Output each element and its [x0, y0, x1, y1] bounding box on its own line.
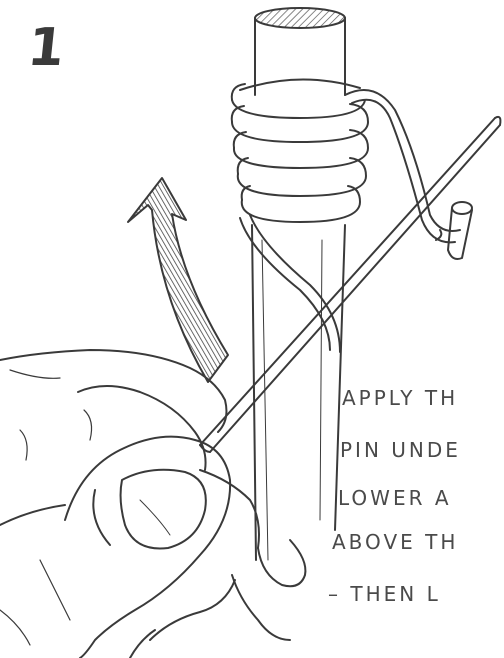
wire-loop — [345, 90, 472, 259]
caption-line: ABOVE TH — [332, 532, 458, 552]
caption-line: – THEN L — [328, 584, 441, 604]
curved-arrow-up-icon — [128, 178, 228, 382]
caption-line: APPLY TH — [342, 388, 458, 408]
step-number: 1 — [25, 22, 67, 74]
pole — [252, 8, 345, 560]
caption-line: PIN UNDE — [340, 440, 461, 460]
caption-line: LOWER A — [338, 488, 452, 508]
